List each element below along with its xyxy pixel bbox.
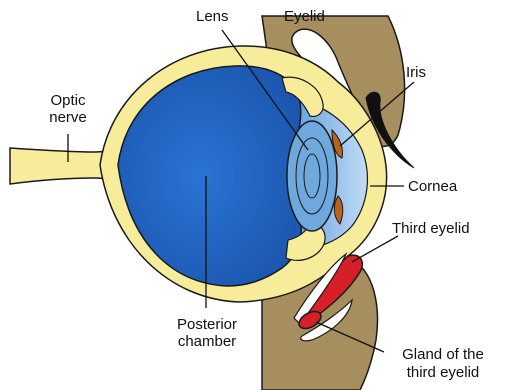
label-posterior-line2: chamber: [162, 333, 252, 350]
label-lens: Lens: [196, 8, 229, 25]
label-third-eyelid: Third eyelid: [392, 220, 470, 237]
label-cornea: Cornea: [408, 178, 457, 195]
label-iris: Iris: [406, 64, 426, 81]
label-gland-line2: third eyelid: [386, 364, 500, 381]
label-optic-nerve-line1: Optic: [42, 92, 94, 109]
label-posterior-line1: Posterior: [162, 316, 252, 333]
label-eyelid: Eyelid: [284, 8, 325, 25]
label-gland-line1: Gland of the: [386, 346, 500, 363]
label-optic-nerve-line2: nerve: [42, 109, 94, 126]
